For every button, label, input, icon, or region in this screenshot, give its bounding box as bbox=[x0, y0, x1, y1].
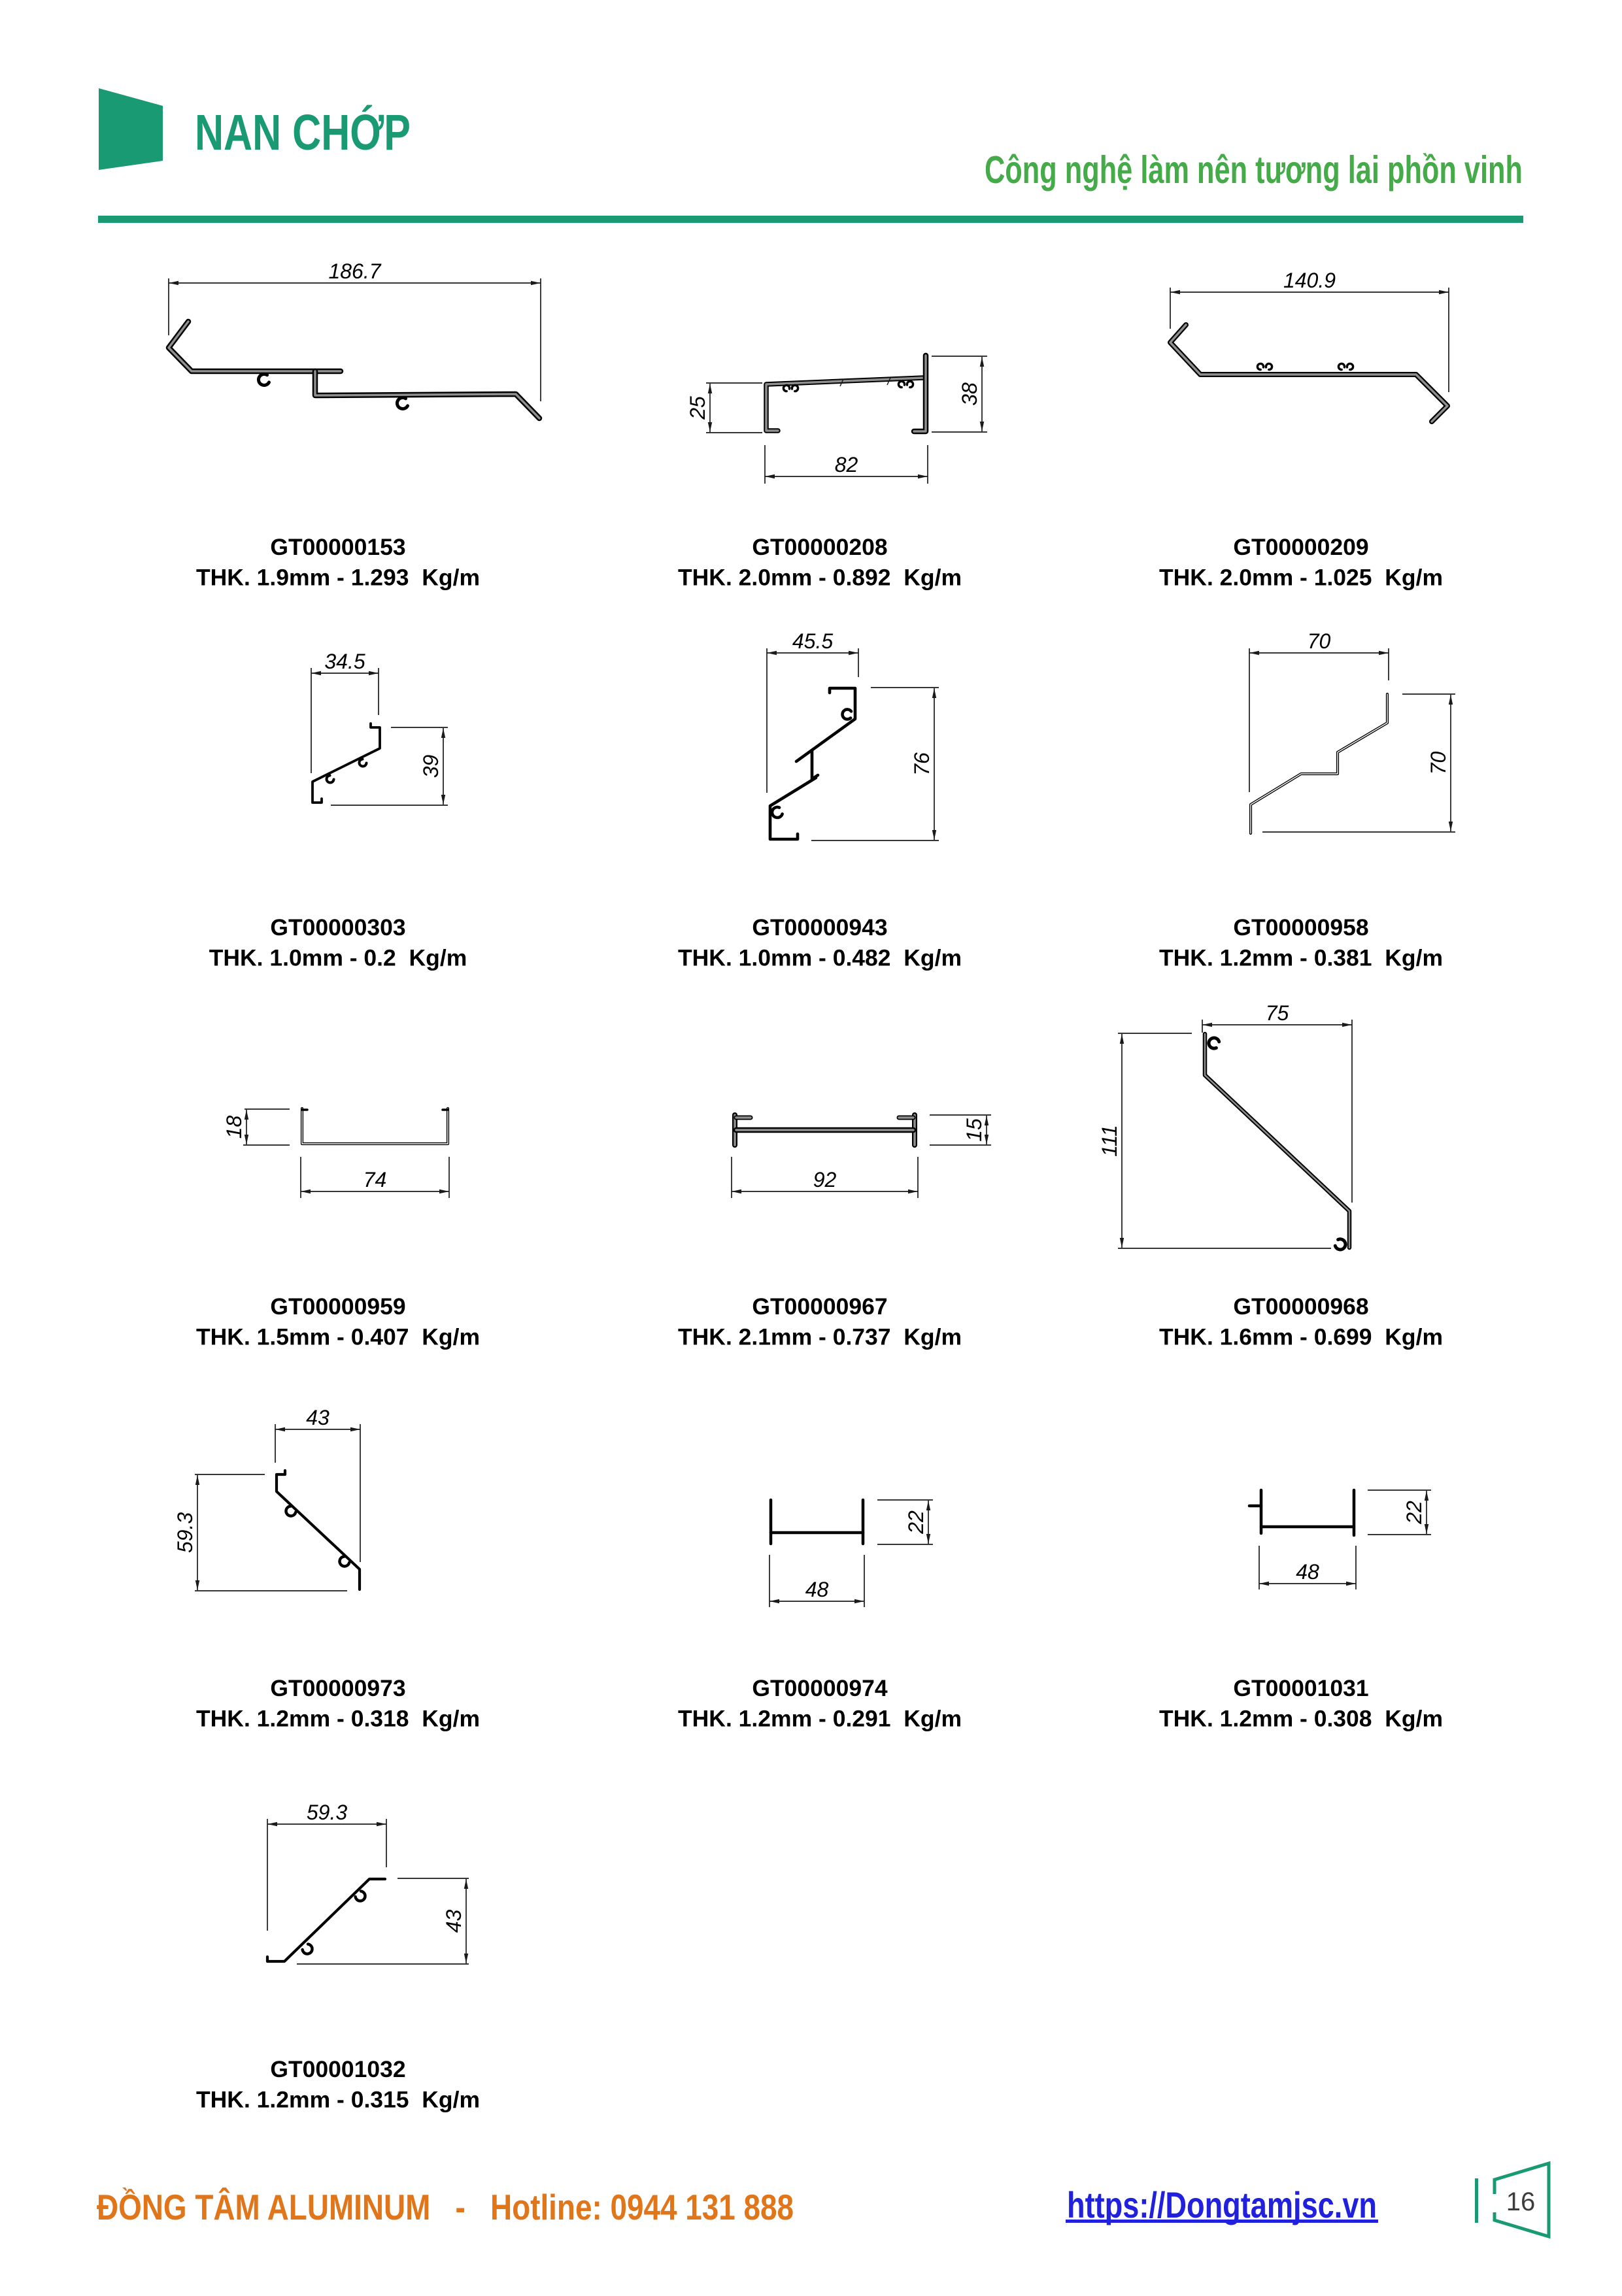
svg-text:48: 48 bbox=[805, 1578, 829, 1601]
svg-text:GT00000958: GT00000958 bbox=[1233, 914, 1368, 940]
svg-text:75: 75 bbox=[1266, 1001, 1289, 1025]
svg-text:GT00000959: GT00000959 bbox=[270, 1293, 405, 1320]
svg-text:70: 70 bbox=[1308, 629, 1331, 653]
svg-text:111: 111 bbox=[1098, 1125, 1121, 1157]
svg-text:THK. 1.2mm - 0.315 Kg/m: THK. 1.2mm - 0.315 Kg/m bbox=[196, 2087, 480, 2113]
svg-text:59.3: 59.3 bbox=[173, 1512, 197, 1553]
svg-text:92: 92 bbox=[813, 1168, 837, 1191]
svg-text:22: 22 bbox=[904, 1510, 928, 1535]
svg-text:THK. 2.0mm - 0.892 Kg/m: THK. 2.0mm - 0.892 Kg/m bbox=[678, 565, 962, 591]
svg-text:THK. 1.2mm - 0.308 Kg/m: THK. 1.2mm - 0.308 Kg/m bbox=[1159, 1706, 1443, 1732]
svg-text:GT00000209: GT00000209 bbox=[1233, 534, 1368, 560]
svg-text:GT00000967: GT00000967 bbox=[752, 1293, 887, 1320]
svg-text:Công nghệ làm nên tương lai ph: Công nghệ làm nên tương lai phồn vinh bbox=[985, 148, 1523, 191]
svg-text:GT00000943: GT00000943 bbox=[752, 914, 887, 940]
svg-text:THK. 1.2mm - 0.318 Kg/m: THK. 1.2mm - 0.318 Kg/m bbox=[196, 1706, 480, 1732]
svg-text:THK. 1.6mm - 0.699 Kg/m: THK. 1.6mm - 0.699 Kg/m bbox=[1159, 1324, 1443, 1350]
svg-text:48: 48 bbox=[1296, 1560, 1319, 1584]
svg-text:25: 25 bbox=[686, 396, 709, 420]
svg-text:70: 70 bbox=[1427, 752, 1450, 775]
svg-text:GT00001031: GT00001031 bbox=[1233, 1675, 1368, 1701]
svg-text:43: 43 bbox=[306, 1406, 329, 1429]
svg-text:82: 82 bbox=[835, 453, 858, 476]
svg-text:https://Dongtamjsc.vn: https://Dongtamjsc.vn bbox=[1067, 2184, 1377, 2225]
svg-text:39: 39 bbox=[419, 755, 443, 778]
svg-text:THK. 2.1mm - 0.737 Kg/m: THK. 2.1mm - 0.737 Kg/m bbox=[678, 1324, 962, 1350]
svg-text:THK. 1.2mm - 0.381 Kg/m: THK. 1.2mm - 0.381 Kg/m bbox=[1159, 945, 1443, 971]
svg-text:22: 22 bbox=[1402, 1501, 1426, 1525]
svg-text:THK. 1.2mm - 0.291 Kg/m: THK. 1.2mm - 0.291 Kg/m bbox=[678, 1706, 962, 1732]
svg-text:GT00001032: GT00001032 bbox=[270, 2056, 405, 2082]
svg-text:THK. 1.5mm - 0.407 Kg/m: THK. 1.5mm - 0.407 Kg/m bbox=[196, 1324, 480, 1350]
svg-text:ĐỒNG TÂM ALUMINUM - Hotlin: ĐỒNG TÂM ALUMINUM - Hotline: 0944 131 88… bbox=[97, 2187, 794, 2227]
svg-text:186.7: 186.7 bbox=[328, 259, 381, 283]
svg-text:THK. 2.0mm - 1.025 Kg/m: THK. 2.0mm - 1.025 Kg/m bbox=[1159, 565, 1443, 591]
svg-text:THK. 1.0mm - 0.2 Kg/m: THK. 1.0mm - 0.2 Kg/m bbox=[209, 945, 467, 971]
svg-text:NAN CHỚP: NAN CHỚP bbox=[195, 105, 411, 161]
svg-text:THK. 1.9mm - 1.293 Kg/m: THK. 1.9mm - 1.293 Kg/m bbox=[196, 565, 480, 591]
svg-text:59.3: 59.3 bbox=[307, 1801, 347, 1824]
svg-text:GT00000303: GT00000303 bbox=[270, 914, 405, 940]
svg-text:16: 16 bbox=[1506, 2188, 1536, 2216]
svg-text:45.5: 45.5 bbox=[792, 629, 833, 653]
svg-text:43: 43 bbox=[442, 1910, 465, 1933]
svg-text:GT00000153: GT00000153 bbox=[270, 534, 405, 560]
svg-text:38: 38 bbox=[958, 382, 981, 406]
svg-text:THK. 1.0mm - 0.482 Kg/m: THK. 1.0mm - 0.482 Kg/m bbox=[678, 945, 962, 971]
svg-text:18: 18 bbox=[222, 1116, 246, 1139]
svg-text:140.9: 140.9 bbox=[1283, 269, 1336, 292]
svg-text:GT00000973: GT00000973 bbox=[270, 1675, 405, 1701]
svg-text:GT00000968: GT00000968 bbox=[1233, 1293, 1368, 1320]
svg-text:76: 76 bbox=[910, 752, 934, 776]
svg-text:GT00000208: GT00000208 bbox=[752, 534, 887, 560]
svg-text:15: 15 bbox=[962, 1118, 986, 1142]
svg-text:74: 74 bbox=[363, 1168, 387, 1191]
svg-text:34.5: 34.5 bbox=[324, 650, 365, 673]
svg-text:GT00000974: GT00000974 bbox=[752, 1675, 888, 1701]
